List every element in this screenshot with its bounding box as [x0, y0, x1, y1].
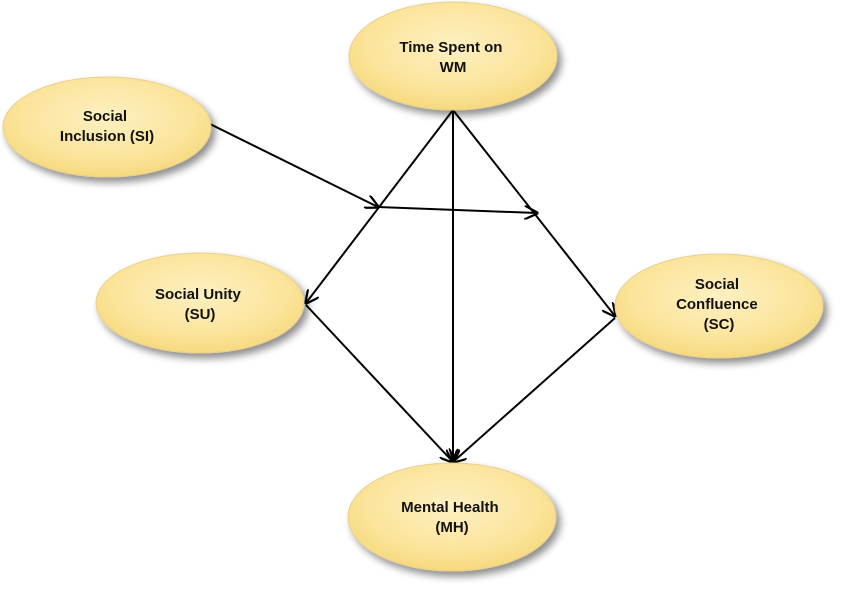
edge-social-confluence-to-mental-health: [453, 317, 616, 462]
node-mental-health-line-2: (MH): [435, 519, 468, 536]
node-social-unity-line-1: Social Unity: [155, 286, 242, 303]
svg-text:Social Confluence: Social Confluence (SC): [676, 276, 762, 333]
node-social-unity-shape: [95, 252, 305, 354]
svg-text:Social Unity (SU): Social Unity (SU): [155, 286, 245, 323]
node-social-unity-line-2: (SU): [185, 306, 216, 323]
edge-social-unity-to-mental-health: [305, 304, 453, 462]
node-time-spent-line-1: Time Spent on: [399, 39, 502, 56]
node-mental-health: Mental Health (MH): [347, 462, 557, 572]
node-social-inclusion-line-2: Inclusion (SI): [60, 128, 154, 145]
node-social-confluence-shape: [614, 253, 824, 359]
node-social-confluence: Social Confluence (SC): [614, 253, 824, 359]
edges: [209, 109, 616, 462]
node-social-inclusion-line-1: Social: [83, 108, 127, 125]
node-mental-health-line-1: Mental Health: [401, 499, 499, 516]
node-time-spent-shape: [348, 1, 558, 111]
node-social-inclusion-shape: [2, 76, 212, 178]
node-time-spent-line-2: WM: [440, 59, 467, 76]
svg-text:Mental Health (MH): Mental Health (MH): [401, 499, 503, 536]
svg-text:Time Spent on WM: Time Spent on WM: [399, 39, 506, 76]
node-social-unity: Social Unity (SU): [95, 252, 305, 354]
node-time-spent: Time Spent on WM: [348, 1, 558, 111]
edge-social-inclusion-moderation-1: [209, 123, 378, 207]
node-social-confluence-line-3: (SC): [704, 316, 735, 333]
svg-text:Social Inclusion (SI): Social Inclusion (SI): [60, 108, 154, 145]
node-mental-health-shape: [347, 462, 557, 572]
node-social-confluence-line-2: Confluence: [676, 296, 758, 313]
edge-social-inclusion-moderation-2: [377, 207, 537, 213]
node-social-confluence-line-1: Social: [695, 276, 739, 293]
node-social-inclusion: Social Inclusion (SI): [2, 76, 212, 178]
